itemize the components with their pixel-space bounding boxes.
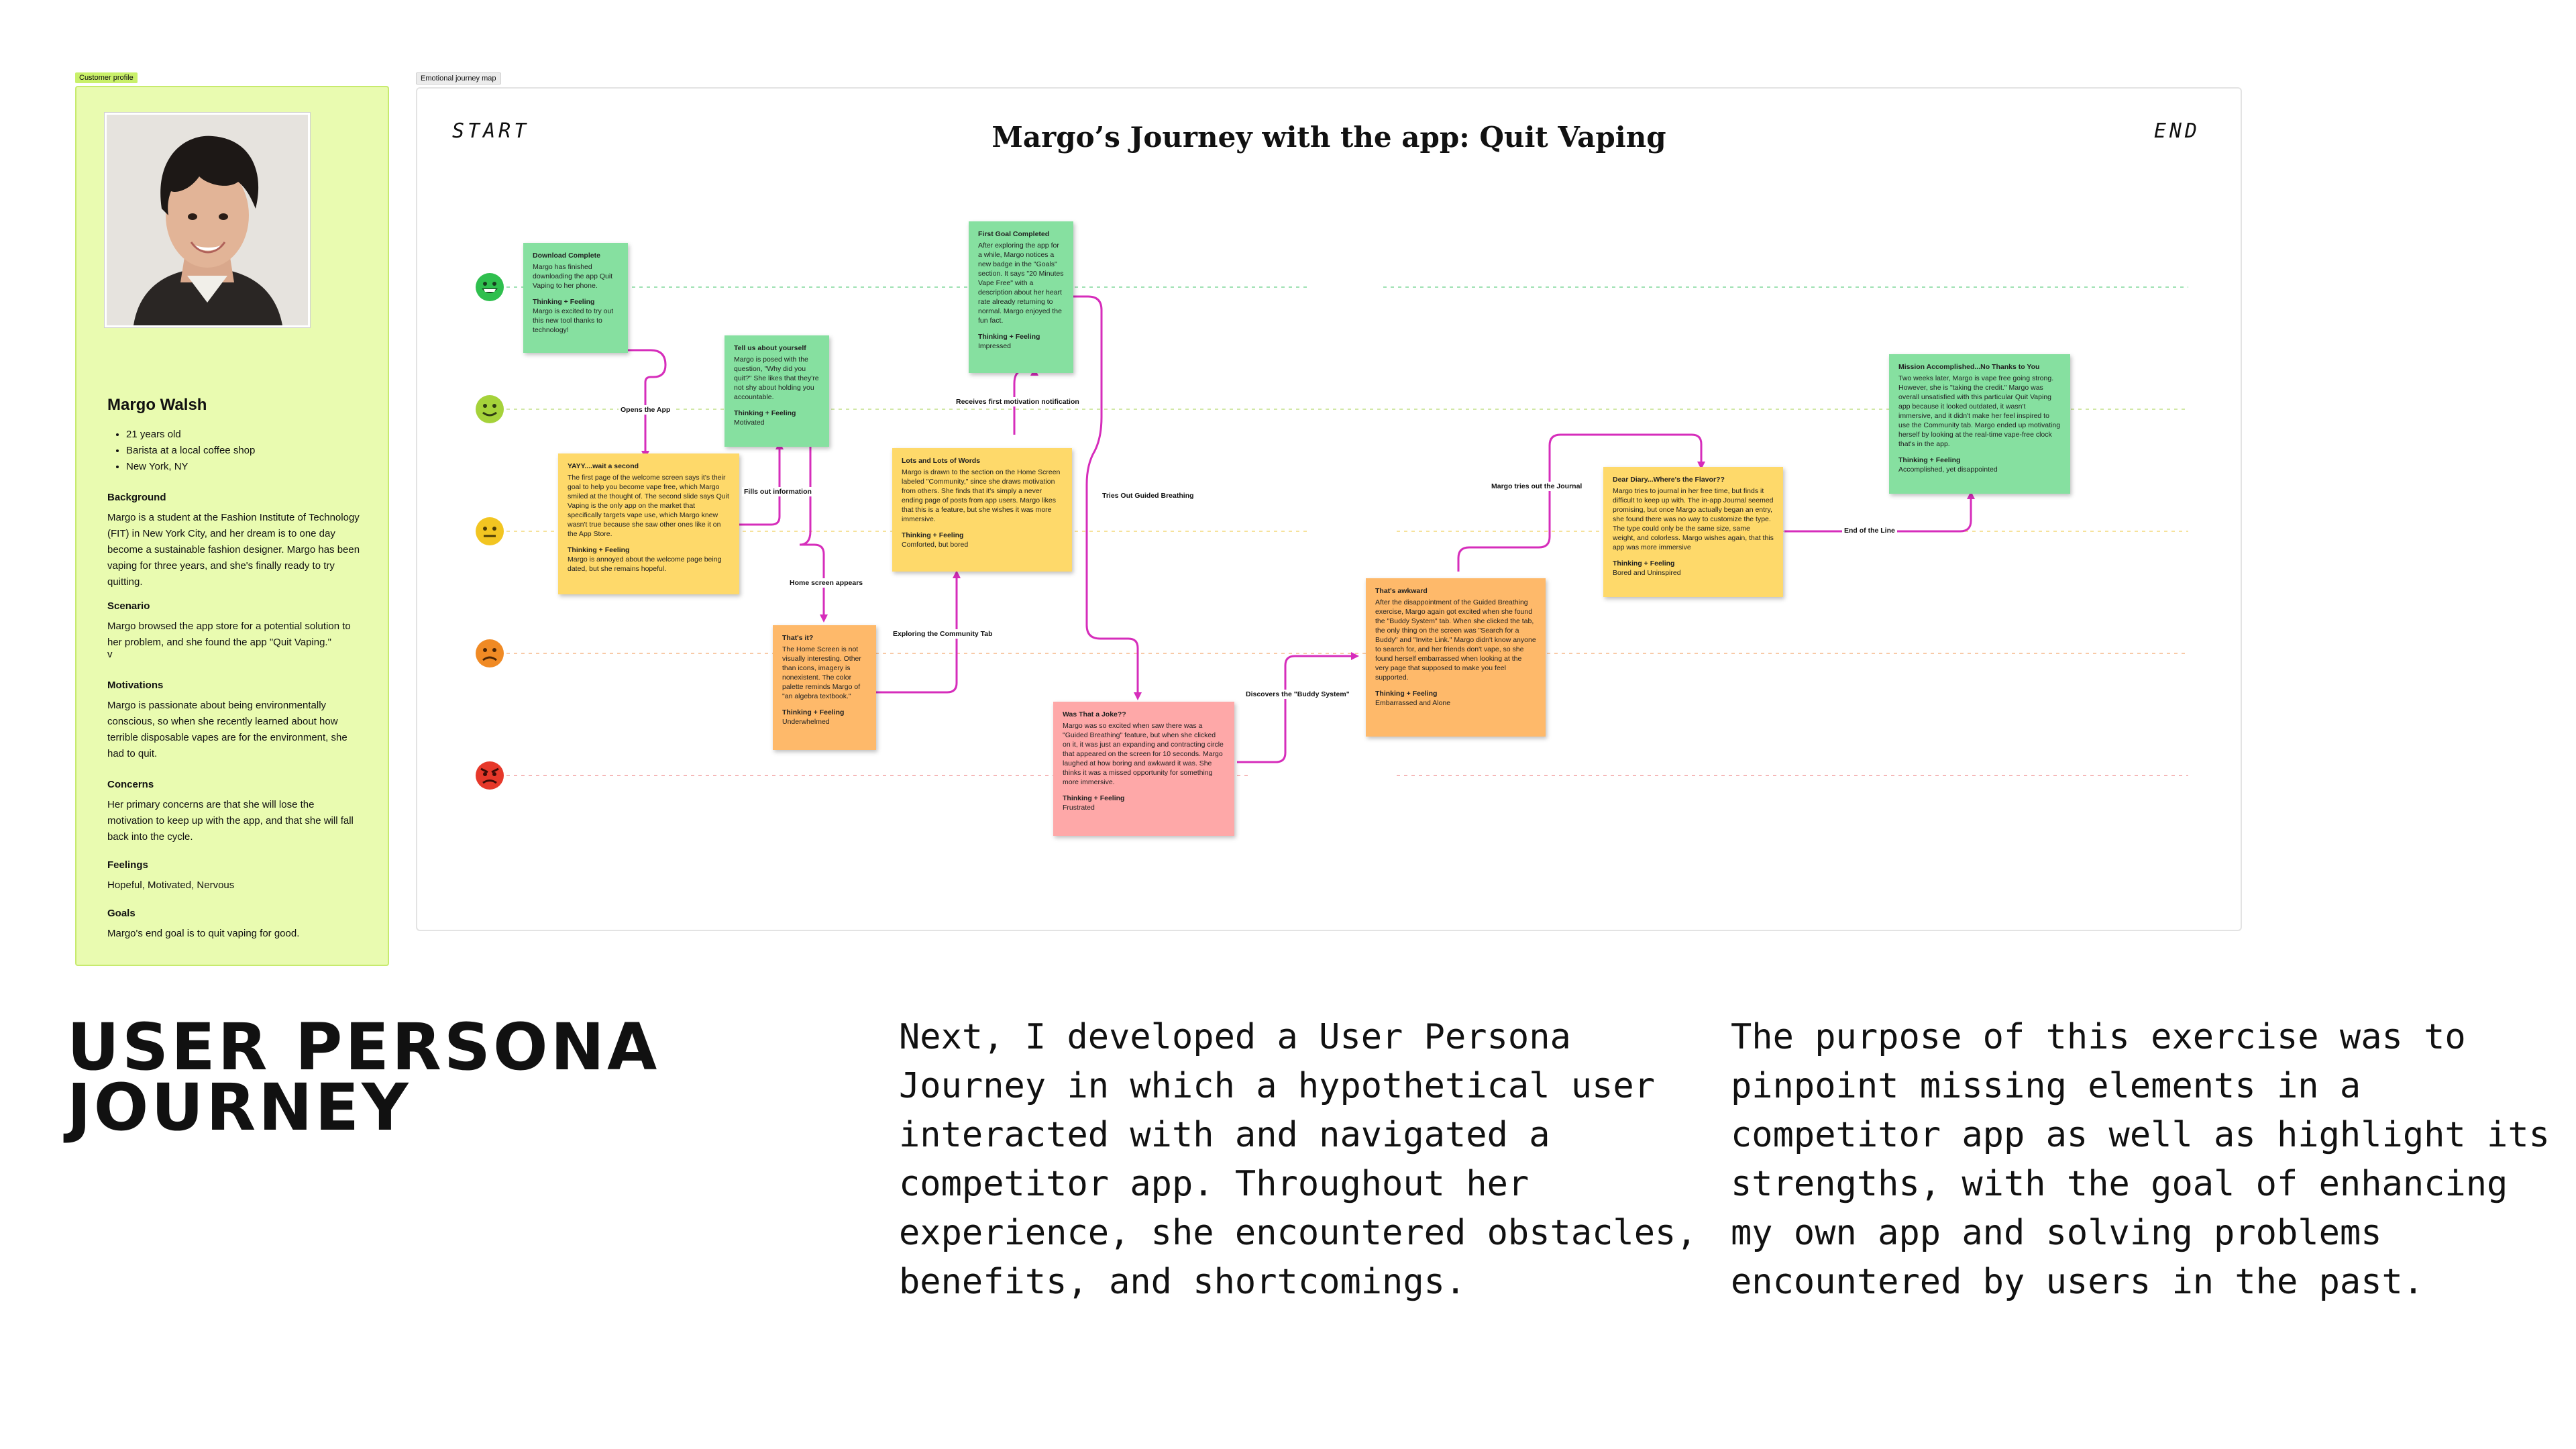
goals-text: Margo's end goal is to quit vaping for g… <box>107 928 300 939</box>
arrowhead <box>1967 491 1975 499</box>
concerns-heading: Concerns <box>107 779 154 790</box>
motivations-section: Motivations Margo is passionate about be… <box>107 678 362 762</box>
note-thats-it: That's it?The Home Screen is not visuall… <box>773 625 876 750</box>
grinning-face-icon <box>476 273 504 301</box>
persona-facts-list: 21 years old Barista at a local coffee s… <box>107 427 255 475</box>
scenario-section: Scenario Margo browsed the app store for… <box>107 598 362 659</box>
connector-label: Home screen appears <box>788 578 865 588</box>
scenario-text: Margo browsed the app store for a potent… <box>107 621 351 648</box>
goals-section: Goals Margo's end goal is to quit vaping… <box>107 906 362 942</box>
connector-label: Exploring the Community Tab <box>891 629 995 639</box>
slight-smile-face-icon <box>476 395 504 423</box>
section-title-line: USER PERSONA <box>67 1010 660 1085</box>
connector-label: Receives first motivation notification <box>954 397 1081 407</box>
background-text: Margo is a student at the Fashion Instit… <box>107 512 360 588</box>
purpose-paragraph: The purpose of this exercise was to pinp… <box>1731 1017 2550 1302</box>
arrow-goal-to-joke <box>1063 295 1139 692</box>
concerns-section: Concerns Her primary concerns are that s… <box>107 777 362 845</box>
arrow-welcome-to-info <box>737 449 781 526</box>
scenario-heading: Scenario <box>107 600 150 612</box>
arrowhead <box>1134 692 1142 700</box>
section-title: USER PERSONA JOURNEY <box>67 1015 659 1140</box>
connector-label: Margo tries out the Journal <box>1489 482 1585 491</box>
goals-heading: Goals <box>107 908 136 919</box>
feelings-text: Hopeful, Motivated, Nervous <box>107 879 235 891</box>
arrow-home-to-words <box>875 578 958 694</box>
arrow-joke-to-awkward <box>1237 655 1351 763</box>
concerns-text: Her primary concerns are that she will l… <box>107 799 354 843</box>
arrow-download-to-welcome <box>604 349 667 451</box>
note-dear-diary: Dear Diary...Where's the Flavor??Margo t… <box>1603 467 1783 597</box>
note-was-that-a-joke: Was That a Joke??Margo was so excited wh… <box>1053 702 1234 836</box>
scenario-extra: v <box>107 649 113 660</box>
motivations-heading: Motivations <box>107 680 164 691</box>
end-label: END <box>2153 119 2200 143</box>
arrowhead <box>820 614 828 623</box>
persona-fact: Barista at a local coffee shop <box>126 443 255 459</box>
arrowhead <box>953 570 961 578</box>
persona-photo <box>105 113 310 327</box>
motivations-text: Margo is passionate about being environm… <box>107 700 347 759</box>
customer-profile-card: Margo Walsh 21 years old Barista at a lo… <box>75 86 389 966</box>
arrowhead <box>1351 652 1359 660</box>
connector-label: Tries Out Guided Breathing <box>1100 491 1196 500</box>
feelings-heading: Feelings <box>107 859 148 871</box>
connector-label: Discovers the "Buddy System" <box>1244 690 1352 699</box>
connector-label: Opens the App <box>619 405 673 415</box>
persona-name: Margo Walsh <box>107 396 207 414</box>
frowning-face-icon <box>476 639 504 667</box>
start-label: START <box>452 119 530 143</box>
arrowhead <box>1697 462 1705 470</box>
emotional-journey-map-tag: Emotional journey map <box>416 72 501 85</box>
description-paragraph: Next, I developed a User Persona Journey… <box>899 1017 1697 1302</box>
persona-fact: New York, NY <box>126 459 255 475</box>
emotional-journey-map: START END Margo’s Journey with the app: … <box>416 87 2242 931</box>
arrow-awkward-to-diary <box>1457 433 1703 572</box>
section-title-line: JOURNEY <box>67 1070 411 1145</box>
background-heading: Background <box>107 492 166 503</box>
persona-portrait-illustration <box>107 115 308 325</box>
connector-label: Fills out information <box>742 487 814 496</box>
arrow-diary-to-mission <box>1784 499 1972 533</box>
feelings-section: Feelings Hopeful, Motivated, Nervous <box>107 857 362 894</box>
background-section: Background Margo is a student at the Fas… <box>107 490 362 590</box>
journey-map-title: Margo’s Journey with the app: Quit Vapin… <box>991 121 1666 154</box>
customer-profile-tag: Customer profile <box>75 72 138 83</box>
neutral-face-icon <box>476 517 504 545</box>
angry-face-icon <box>476 761 504 790</box>
persona-fact: 21 years old <box>126 427 255 443</box>
connector-label: End of the Line <box>1842 526 1897 535</box>
